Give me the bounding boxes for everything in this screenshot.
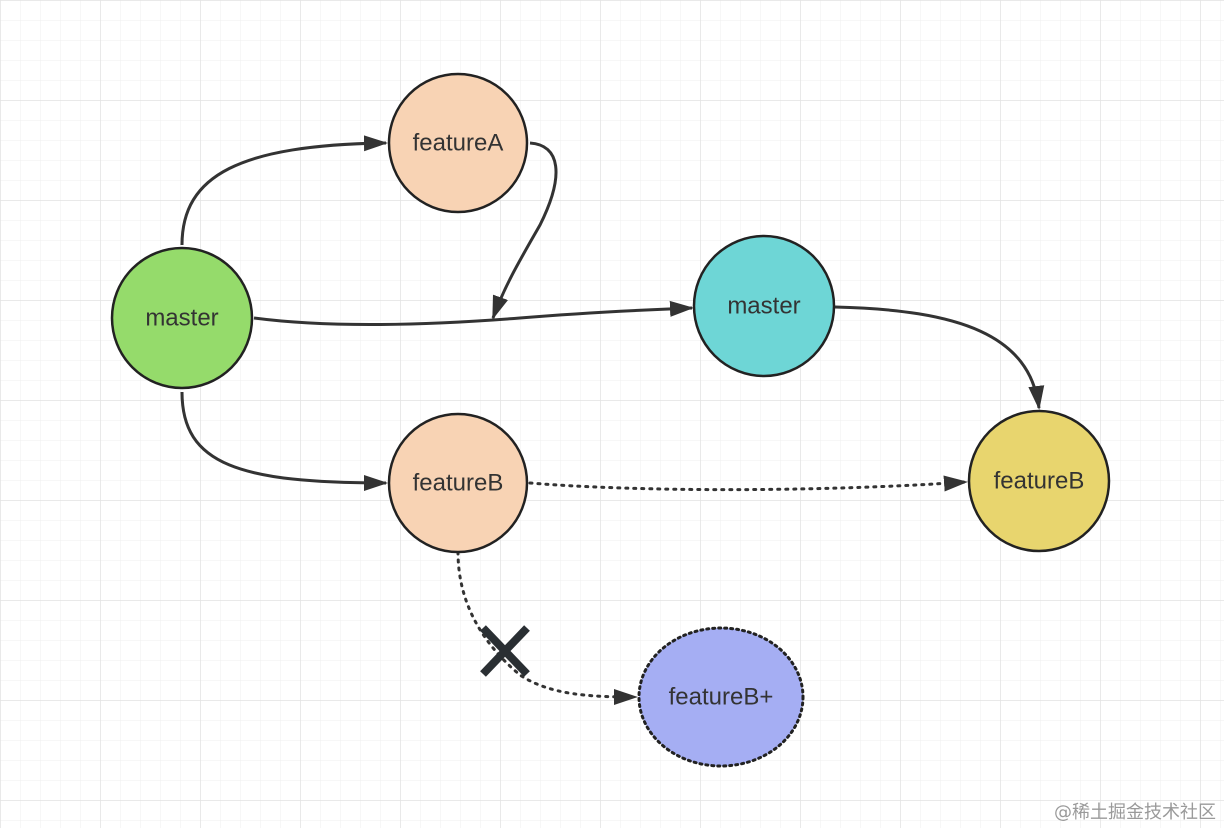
node-featureb-source-label: featureB bbox=[413, 469, 504, 496]
node-featureb-source[interactable]: featureB bbox=[387, 412, 529, 554]
edge-featureb-to-featureb-target bbox=[528, 475, 968, 492]
watermark-text: @稀土掘金技术社区 bbox=[1054, 802, 1216, 823]
edge-featureb-to-featurebplus bbox=[456, 550, 638, 705]
edge-master-to-featureb-target bbox=[834, 305, 1045, 410]
node-master-source[interactable]: master bbox=[110, 246, 254, 390]
node-featurea-label: featureA bbox=[413, 129, 504, 156]
node-featurebplus-shape bbox=[637, 626, 805, 768]
node-featurebplus-label: featureB+ bbox=[669, 683, 774, 710]
edge-master-to-featurea bbox=[180, 135, 388, 246]
node-featureb-target[interactable]: featureB bbox=[967, 409, 1111, 553]
edges bbox=[180, 135, 1045, 705]
node-featurea-shape bbox=[387, 72, 529, 214]
node-featureb-target-label: featureB bbox=[994, 467, 1085, 494]
node-master-target-label: master bbox=[727, 292, 800, 319]
edge-master-to-master bbox=[253, 300, 694, 326]
node-featureb-target-shape bbox=[967, 409, 1111, 553]
cross-icon bbox=[480, 625, 530, 677]
node-master-source-shape bbox=[110, 246, 254, 390]
node-master-target[interactable]: master bbox=[692, 234, 836, 378]
node-featureb-source-shape bbox=[387, 412, 529, 554]
node-master-target-shape bbox=[692, 234, 836, 378]
node-featurea[interactable]: featureA bbox=[387, 72, 529, 214]
edge-master-to-featureb bbox=[180, 391, 388, 491]
edge-featurea-to-master-line bbox=[491, 141, 558, 320]
node-master-source-label: master bbox=[145, 304, 218, 331]
node-featurebplus[interactable]: featureB+ bbox=[637, 626, 805, 768]
